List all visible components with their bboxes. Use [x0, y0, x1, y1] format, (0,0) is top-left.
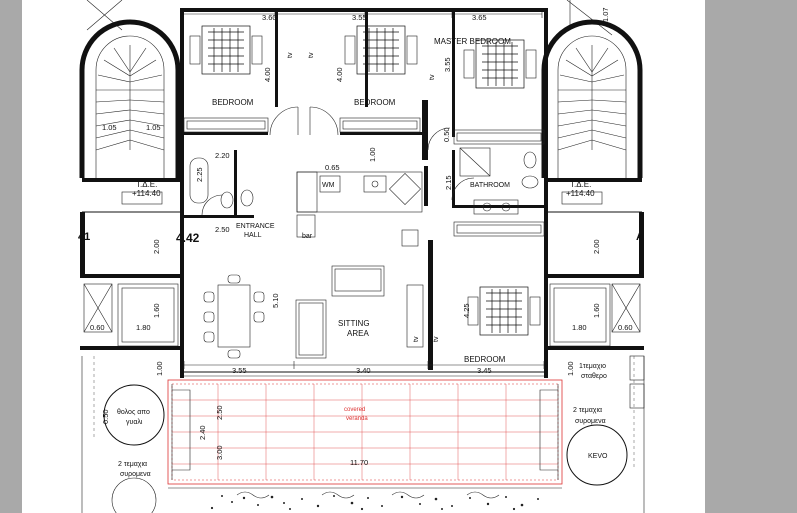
label-tde-left-value: +114.40 — [132, 189, 161, 198]
dim-bottom-340: 3.40 — [356, 366, 371, 375]
dim-stair-l2: 1.05 — [146, 123, 161, 132]
dim-225: 2.25 — [195, 167, 204, 182]
label-bedroom-bottom: BEDROOM — [464, 355, 506, 364]
dim-250: 2.50 — [215, 225, 230, 234]
dim-100: 1.00 — [368, 147, 377, 162]
dim-bottom-355: 3.55 — [232, 366, 247, 375]
exterior-walls — [180, 8, 548, 378]
dim-200-left: 2.00 — [152, 239, 161, 254]
floor-plan-sheet: 3.60 3.55 3.65 1.07 — [22, 0, 705, 513]
top-dimension-lines — [86, 0, 613, 36]
dim-100-right: 1.00 — [566, 361, 575, 376]
note-glass-dome-2: γυαλι — [126, 419, 143, 426]
dim-1170: 11.70 — [350, 458, 368, 467]
label-bedroom-left: BEDROOM — [212, 98, 254, 107]
door-swings — [201, 106, 475, 216]
note-right-fixed-1: 1τεμαχιο — [579, 363, 606, 370]
dim-v2: 4.00 — [335, 67, 344, 82]
garden-outlines — [168, 487, 562, 499]
dim-160-right: 1.60 — [592, 303, 601, 318]
label-tde-left: Τ.Δ.Ε. — [136, 180, 157, 189]
label-veranda: veranda — [346, 416, 368, 422]
dim-250-veranda: 2.50 — [215, 405, 224, 420]
note-glass-dome-1: θολος απο — [117, 409, 150, 416]
dim-220: 2.20 — [215, 151, 230, 160]
dim-300: 3.00 — [215, 445, 224, 460]
label-tv-4: tv — [413, 336, 420, 342]
dim-stair-l1: 1.05 — [102, 123, 117, 132]
dim-050: 0.50 — [442, 127, 451, 142]
dim-bottom-345: 3.45 — [477, 366, 492, 375]
dim-510: 5.10 — [271, 293, 280, 308]
label-tv-3: tv — [429, 74, 436, 80]
dim-200-right: 2.00 — [592, 239, 601, 254]
bed-left — [189, 25, 263, 75]
dim-top-4: 1.07 — [601, 7, 610, 22]
grid-marker-left: 41 — [78, 231, 90, 243]
bed-master — [463, 39, 537, 89]
note-left-sliding-1: 2 τεμαχια — [118, 461, 147, 468]
label-entrance: ENTRANCE — [236, 223, 275, 230]
grid-marker-right: A — [636, 231, 644, 243]
note-left-sliding-2: συρομενα — [120, 471, 151, 478]
floor-plan-drawing: 3.60 3.55 3.65 1.07 — [78, 0, 645, 513]
bed-middle — [344, 25, 418, 75]
label-hall: HALL — [244, 232, 262, 239]
note-right-sliding-1: 2 τεμαχια — [573, 407, 602, 414]
wardrobes — [183, 117, 545, 348]
bathroom-fixtures — [189, 147, 539, 215]
dim-180-right: 1.80 — [572, 323, 587, 332]
label-sitting: SITTING — [338, 319, 370, 328]
label-tv-1: tv — [287, 52, 294, 58]
label-master-bedroom: MASTER BEDROOM — [434, 37, 511, 46]
label-bathroom: BATHROOM — [470, 182, 510, 189]
dim-240: 2.40 — [198, 425, 207, 440]
bed-bottom — [467, 286, 541, 336]
label-tde-right: Τ.Δ.Ε. — [570, 180, 591, 189]
glass-dome-left — [81, 356, 165, 513]
label-tv-5: tv — [433, 336, 440, 342]
dim-top-1: 3.60 — [262, 13, 277, 22]
sitting-furniture — [295, 265, 385, 359]
dim-v3: 3.55 — [443, 57, 452, 72]
grid-marker-mid: 4.42 — [176, 231, 200, 245]
label-area: AREA — [347, 329, 369, 338]
label-tv-2: tv — [308, 52, 315, 58]
glass-dome-right — [566, 355, 645, 513]
bottom-dimension-line — [183, 361, 545, 369]
dim-160-left: 1.60 — [152, 303, 161, 318]
dim-180-left: 1.80 — [136, 323, 151, 332]
label-tde-right-value: +114.40 — [566, 189, 595, 198]
covered-veranda — [167, 379, 563, 485]
garden-planting — [210, 495, 539, 511]
dim-065: 0.65 — [325, 163, 340, 172]
note-right-sliding-2: συρομενα — [575, 418, 606, 425]
interior-walls — [184, 12, 544, 370]
label-covered: covered — [344, 407, 365, 413]
dim-050-veranda: 0.50 — [101, 409, 110, 424]
dim-top-3: 3.65 — [472, 13, 487, 22]
kitchen-counter — [296, 171, 423, 247]
dim-060-right: 0.60 — [618, 323, 633, 332]
dim-060-left: 0.60 — [90, 323, 105, 332]
note-right-fixed-2: σταθερο — [581, 373, 607, 380]
label-bar: bar — [302, 233, 313, 240]
stair-tower-left — [79, 19, 181, 350]
label-kevo: KEVO — [588, 453, 608, 460]
dim-425: 4.25 — [462, 303, 471, 318]
label-bedroom-middle: BEDROOM — [354, 98, 396, 107]
dim-v1: 4.00 — [263, 67, 272, 82]
label-wm: WM — [322, 182, 335, 189]
dim-top-2: 3.55 — [352, 13, 367, 22]
dim-215: 2.15 — [444, 175, 453, 190]
stair-tower-right — [541, 19, 644, 350]
dining-table — [203, 274, 265, 359]
dim-100-left: 1.00 — [155, 361, 164, 376]
